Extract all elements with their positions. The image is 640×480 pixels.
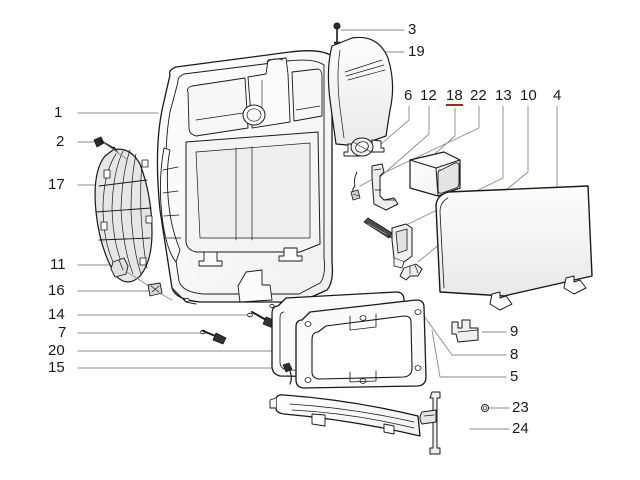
callout-17: 17 xyxy=(48,176,65,193)
part-5-inner-frame-bezel xyxy=(295,299,427,389)
part-10-mounting-bracket xyxy=(391,223,413,269)
callout-20: 20 xyxy=(48,342,65,359)
callout-15: 15 xyxy=(48,359,65,376)
part-17-speaker-grille xyxy=(94,148,153,283)
callout-1: 1 xyxy=(54,104,63,121)
part-24-support-strut-rod xyxy=(419,391,441,455)
callout-6: 6 xyxy=(404,87,413,104)
part-16-square-clip xyxy=(147,282,163,297)
callout-9: 9 xyxy=(510,323,519,340)
callout-13: 13 xyxy=(495,87,512,104)
part-6-grommet-ring xyxy=(350,137,374,157)
callout-5: 5 xyxy=(510,368,519,385)
callout-12: 12 xyxy=(420,87,437,104)
callout-19: 19 xyxy=(408,43,425,60)
part-22-spring-clip xyxy=(350,171,361,201)
part-7-lower-screw xyxy=(202,330,227,345)
callout-2: 2 xyxy=(56,133,65,150)
callout-16: 16 xyxy=(48,282,65,299)
callout-24: 24 xyxy=(512,420,529,437)
part-12-angled-clip-bracket xyxy=(371,163,399,211)
callout-18: 18 xyxy=(446,87,463,106)
part-9-retaining-clip xyxy=(451,319,479,343)
callout-4: 4 xyxy=(553,87,562,104)
callout-14: 14 xyxy=(48,306,65,323)
callout-8: 8 xyxy=(510,346,519,363)
part-11-side-clip xyxy=(110,257,129,278)
leader-lines xyxy=(77,29,558,430)
part-18-control-module-box xyxy=(409,151,461,197)
callout-23: 23 xyxy=(512,399,529,416)
callout-10: 10 xyxy=(520,87,537,104)
part-23-strut-nut xyxy=(480,403,490,413)
bottom-curved-trim xyxy=(269,394,421,437)
part-15-bezel-screw xyxy=(282,362,293,385)
part-8-corner-clip xyxy=(399,263,423,281)
callout-22: 22 xyxy=(470,87,487,104)
callout-11: 11 xyxy=(50,256,66,273)
callout-3: 3 xyxy=(408,21,417,38)
part-2-upper-screw xyxy=(93,136,119,154)
part-4-large-flat-cover-panel xyxy=(435,185,593,311)
callout-7: 7 xyxy=(58,324,67,341)
part-2-leader-tail xyxy=(103,142,129,161)
part-1-main-console-panel xyxy=(156,50,334,335)
